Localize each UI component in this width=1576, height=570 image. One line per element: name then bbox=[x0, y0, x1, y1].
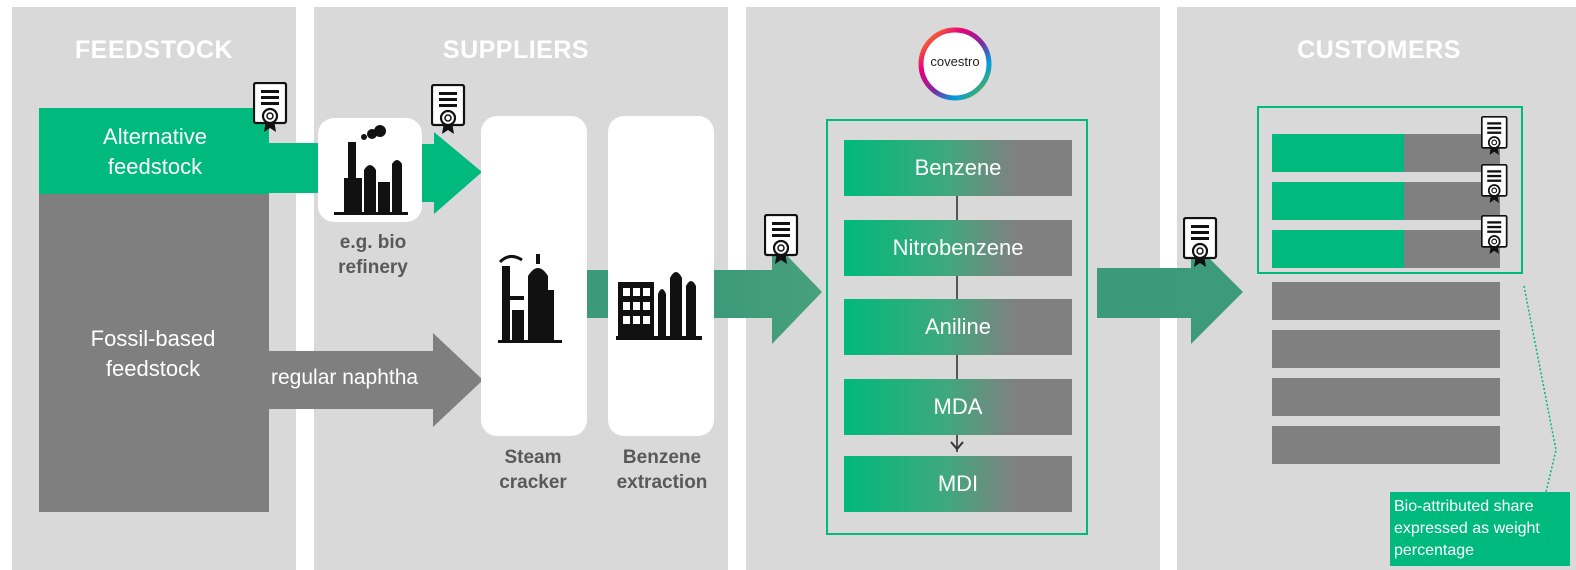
customer-bar-3 bbox=[1272, 378, 1500, 416]
chain-item-nitrobenzene: Nitrobenzene bbox=[844, 220, 1072, 276]
biorefinery-label: e.g. bio refinery bbox=[338, 232, 408, 278]
bio-share-fill bbox=[1272, 182, 1404, 220]
chain-item-aniline: Aniline bbox=[844, 299, 1072, 355]
chain-item-mda: MDA bbox=[844, 379, 1072, 435]
chain-item-benzene: Benzene bbox=[844, 140, 1072, 196]
certificate-icon bbox=[253, 82, 289, 136]
chain-item-mdi: MDI bbox=[844, 456, 1072, 512]
covestro-logo: covestro bbox=[917, 26, 993, 102]
certificate-icon bbox=[431, 84, 467, 138]
callout-line bbox=[1520, 284, 1566, 494]
naphtha-arrow bbox=[269, 333, 483, 427]
benzene-extraction-box bbox=[608, 116, 714, 436]
customer-bar-bio-1 bbox=[1272, 134, 1500, 172]
benzene-extraction-label: Benzene extraction bbox=[616, 447, 708, 493]
customer-bar-bio-3 bbox=[1272, 230, 1500, 268]
cracker-extraction-connector bbox=[587, 270, 608, 318]
factory-icon bbox=[330, 124, 410, 216]
feedstock-title: FEEDSTOCK bbox=[74, 36, 234, 64]
refinery-icon bbox=[616, 266, 702, 342]
certificate-icon bbox=[764, 214, 800, 268]
covestro-logo-text: covestro bbox=[930, 54, 980, 69]
alternative-feedstock-box bbox=[39, 108, 269, 194]
customer-bar-4 bbox=[1272, 426, 1500, 464]
chain-arrow-head bbox=[950, 438, 964, 452]
certificate-icon bbox=[1183, 217, 1219, 271]
bio-share-fill bbox=[1272, 230, 1404, 268]
delivery-arrow bbox=[1097, 240, 1247, 344]
bio-share-fill bbox=[1272, 134, 1404, 172]
customer-green-frame bbox=[1257, 106, 1523, 274]
steam-cracker-icon bbox=[496, 250, 566, 344]
alternative-feedstock-label: Alternative feedstock bbox=[103, 124, 207, 179]
customers-title: CUSTOMERS bbox=[1297, 36, 1461, 64]
bio-flow-arrow bbox=[422, 132, 484, 214]
certificate-icon bbox=[1481, 215, 1509, 257]
certificate-icon bbox=[1481, 116, 1509, 158]
naphtha-label: regular naphtha bbox=[271, 366, 419, 389]
customer-bar-bio-2 bbox=[1272, 182, 1500, 220]
customer-bar-2 bbox=[1272, 330, 1500, 368]
customer-bar-1 bbox=[1272, 282, 1500, 320]
fossil-feedstock-box bbox=[39, 194, 269, 512]
fossil-feedstock-label: Fossil-based feedstock bbox=[90, 326, 216, 381]
certificate-icon bbox=[1481, 164, 1509, 206]
steam-cracker-label: Steam cracker bbox=[499, 447, 567, 493]
bio-share-note: Bio-attributed share expressed as weight… bbox=[1390, 492, 1570, 566]
covestro-chain-frame bbox=[826, 119, 1088, 535]
supply-arrow bbox=[714, 240, 824, 344]
suppliers-title: SUPPLIERS bbox=[442, 36, 590, 64]
alt-feedstock-flow bbox=[269, 143, 319, 193]
